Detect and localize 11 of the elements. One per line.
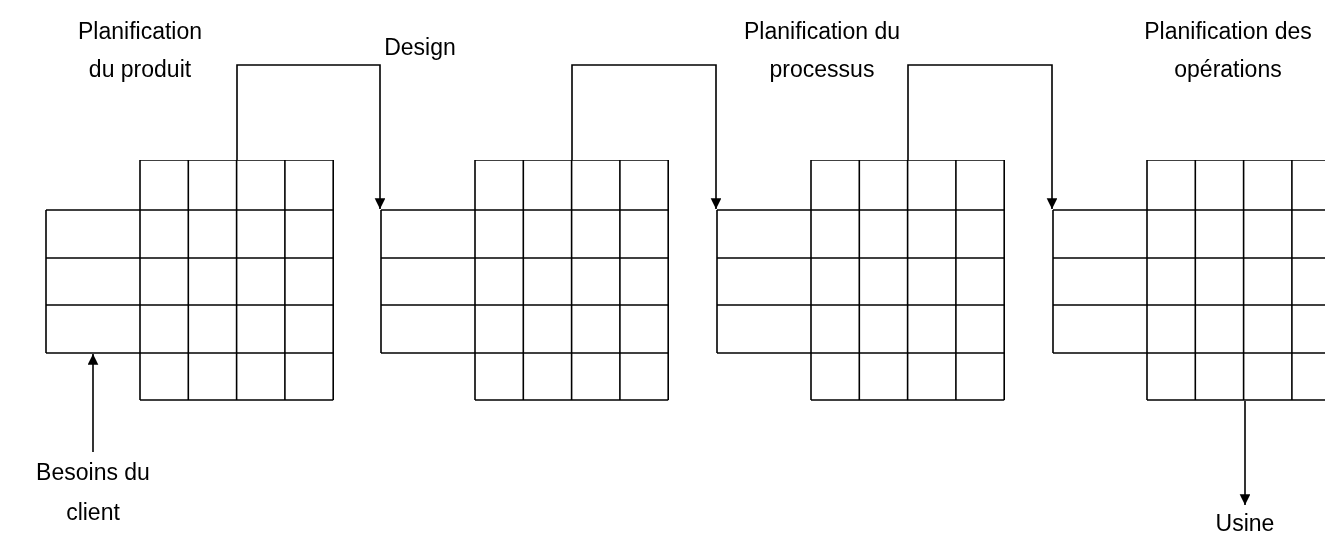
matrix-heading: Planification des opérations [1143,17,1313,84]
arrow [87,353,99,453]
arrow [571,64,722,210]
arrow [236,64,386,210]
matrix-heading: Planification du processus [743,17,901,84]
flow-label: Usine [1214,509,1276,534]
flow-label: Besoins du client [35,458,151,527]
matrix-heading: Design [383,33,457,62]
arrow [907,64,1058,210]
matrix-heading: Planification du produit [77,17,203,84]
arrow [1239,400,1251,506]
